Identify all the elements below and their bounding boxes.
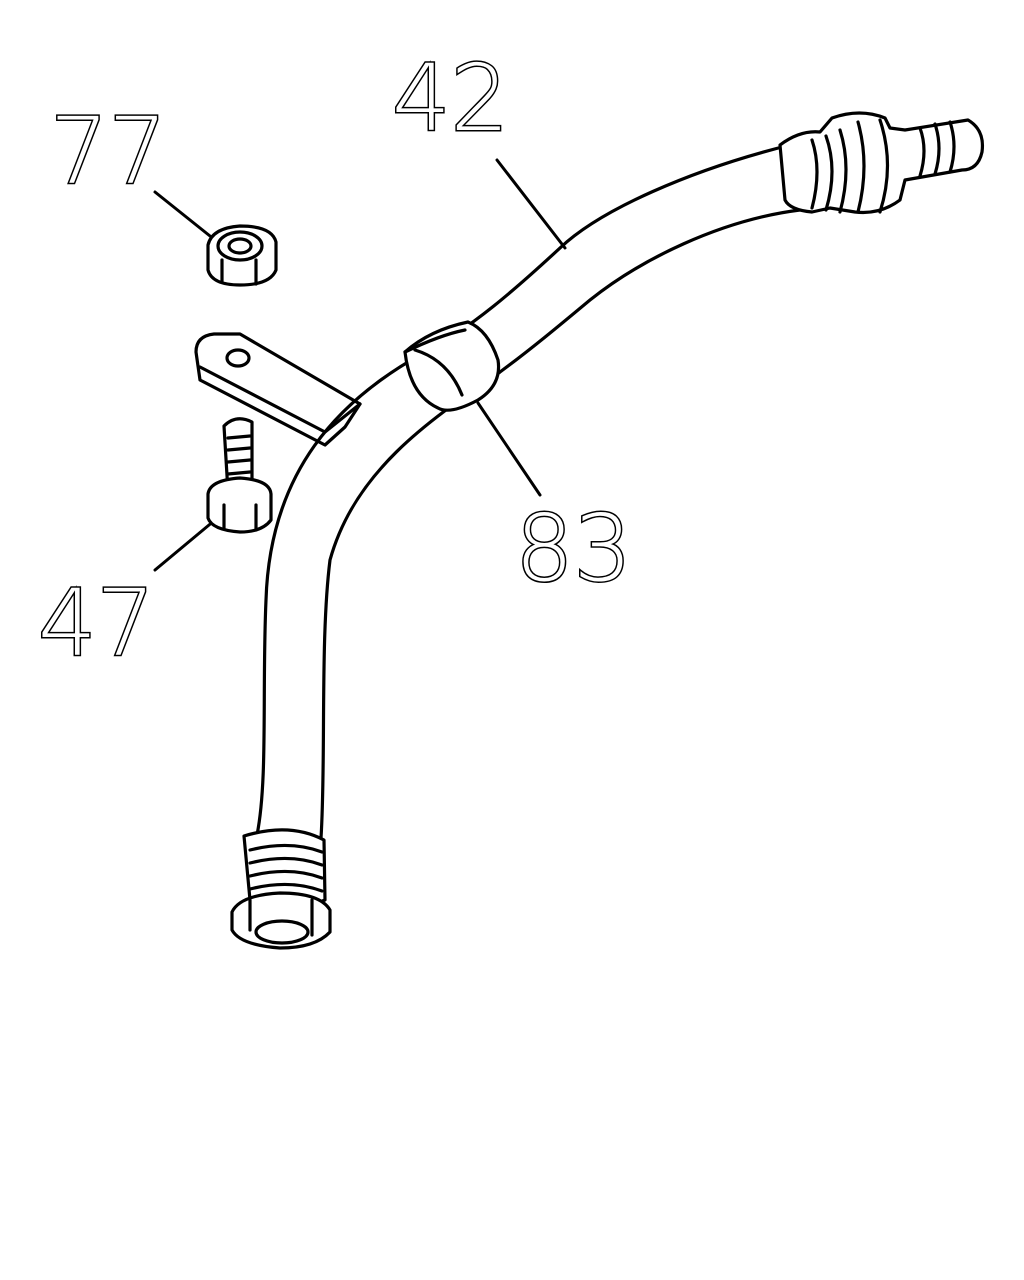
- bolt: [206, 417, 273, 534]
- callout-77: 77: [50, 98, 167, 205]
- mounting-bracket: [194, 332, 362, 447]
- leader-line-47: [153, 518, 217, 572]
- callout-47: 47: [38, 570, 155, 677]
- hose-clamp: [403, 320, 501, 412]
- callout-42: 42: [392, 45, 509, 152]
- callout-83: 83: [515, 495, 632, 602]
- leader-line-83: [476, 401, 542, 497]
- leader-line-77: [153, 190, 217, 242]
- nut: [206, 224, 278, 287]
- bottom-fitting: [230, 828, 332, 950]
- top-fitting: [778, 111, 985, 215]
- hose-assembly: [230, 111, 985, 950]
- leader-line-42: [495, 158, 567, 250]
